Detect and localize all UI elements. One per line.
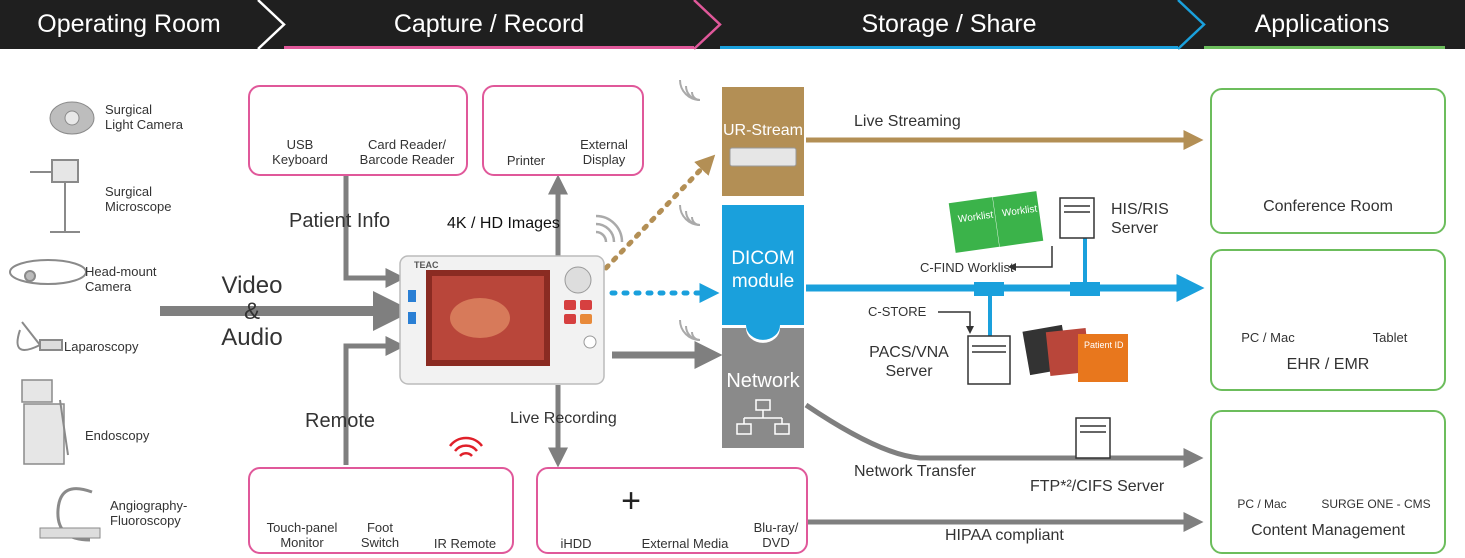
label-pc-mac-2: PC / Mac: [1237, 497, 1287, 511]
label-external-display: External Display: [580, 137, 628, 167]
label-pc-mac: PC / Mac: [1241, 330, 1295, 345]
label-external-media: External Media: [641, 536, 729, 551]
label-laparoscopy: Laparoscopy: [64, 339, 139, 354]
label-plus: +: [621, 482, 641, 520]
label-live-recording: Live Recording: [510, 410, 617, 427]
header-bar: [0, 0, 1465, 50]
storage-media-box: [536, 467, 808, 554]
patient-info-arrow: [343, 176, 406, 288]
head-mount-camera-icon: [9, 259, 87, 285]
wifi-icon-device: [595, 214, 624, 243]
network-transfer-arrow: [804, 402, 1204, 468]
label-endoscopy: Endoscopy: [85, 428, 150, 443]
label-network: Network: [726, 370, 800, 392]
ftp-server-icon: [1075, 417, 1111, 459]
pacs-vna-server-icon: [967, 335, 1011, 385]
network-module: [722, 328, 804, 448]
label-ir-remote: IR Remote: [433, 536, 497, 551]
content-management-box: [1210, 410, 1446, 554]
label-surge-one: SURGE ONE - CMS: [1321, 497, 1431, 511]
label-4k-hd-images: 4K / HD Images: [447, 215, 560, 232]
label-touch-panel: Touch-panel Monitor: [266, 520, 338, 550]
conference-room-box: [1210, 88, 1446, 234]
label-live-streaming: Live Streaming: [854, 113, 961, 130]
remote-devices-box: [248, 467, 514, 554]
wifi-icon-dicom: [679, 204, 701, 226]
label-video: Video: [221, 272, 283, 299]
label-tablet: Tablet: [1372, 330, 1408, 345]
label-head-mount-camera: Head-mount Camera: [85, 264, 157, 294]
label-audio: Audio: [221, 324, 283, 351]
angiography-icon: [39, 487, 101, 542]
header-capture-record: Capture / Record: [393, 10, 585, 38]
teac-recorder-device: [399, 255, 605, 385]
laparoscopy-icon: [16, 321, 63, 351]
wifi-icon-ur: [679, 79, 701, 101]
surgical-light-camera-icon: [49, 101, 95, 135]
label-ftp-cifs-server: FTP*²/CIFS Server: [1030, 478, 1165, 495]
label-bluray: Blu-ray/ DVD: [753, 520, 799, 550]
worklist-docs-icon: [948, 191, 1044, 253]
label-patient-id: Patient ID: [1084, 340, 1124, 350]
label-patient-info: Patient Info: [289, 210, 391, 232]
stream-dotted-arrow: [603, 154, 716, 271]
label-dicom-module: module: [731, 271, 795, 292]
label-pacs-vna-server: PACS/VNA Server: [869, 344, 949, 380]
label-ihdd: iHDD: [560, 536, 592, 551]
wifi-icon-network: [679, 319, 701, 341]
endoscopy-icon: [21, 379, 69, 465]
ur-stream-module: [722, 87, 804, 196]
label-surgical-microscope: Surgical Microscope: [105, 184, 172, 214]
label-c-find: C-FIND Worklist: [920, 260, 1014, 275]
label-card-reader: Card Reader/ Barcode Reader: [359, 137, 455, 167]
label-conference-room: Conference Room: [1263, 198, 1393, 215]
label-c-store: C-STORE: [868, 304, 927, 319]
label-content-management: Content Management: [1251, 522, 1405, 539]
label-amp: &: [243, 298, 260, 325]
device-brand: TEAC: [414, 260, 439, 270]
output-devices-box: [482, 85, 644, 176]
ehr-emr-box: [1210, 249, 1446, 391]
header-applications: Applications: [1254, 10, 1390, 38]
label-network-transfer: Network Transfer: [854, 463, 976, 480]
label-usb-keyboard: USB Keyboard: [272, 137, 328, 167]
remote-arrow: [343, 336, 406, 465]
label-dicom: DICOM: [731, 248, 795, 269]
header-operating-room: Operating Room: [37, 10, 221, 38]
input-devices-box: [248, 85, 468, 176]
label-angiography: Angiography- Fluoroscopy: [110, 498, 188, 528]
dicom-module: [722, 205, 804, 340]
surgical-microscope-icon: [30, 159, 80, 233]
label-hipaa: HIPAA compliant: [945, 527, 1064, 544]
medical-images-icon: [1022, 324, 1128, 382]
label-remote: Remote: [305, 410, 376, 432]
network-topology-icon: [736, 399, 790, 435]
label-ur-stream: UR-Stream: [722, 122, 803, 139]
label-surgical-light-camera: Surgical Light Camera: [105, 102, 184, 132]
label-ehr-emr: EHR / EMR: [1286, 356, 1370, 373]
label-printer: Printer: [506, 153, 546, 168]
label-his-ris-server: HIS/RIS Server: [1111, 201, 1169, 237]
his-ris-server-icon: [1059, 197, 1095, 239]
header-storage-share: Storage / Share: [861, 10, 1037, 38]
label-foot-switch: Foot Switch: [360, 520, 400, 550]
ir-signal-icon: [449, 436, 483, 457]
